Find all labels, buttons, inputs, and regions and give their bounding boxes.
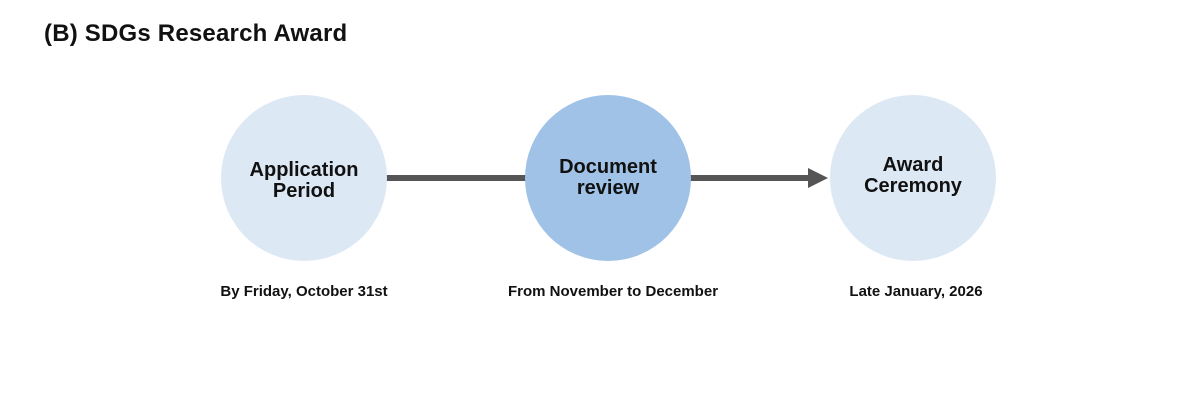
step-date-caption: From November to December: [507, 283, 719, 300]
step-label-line: Award: [882, 154, 944, 176]
step-date-caption: Late January, 2026: [849, 283, 983, 300]
step-label-line: Period: [272, 180, 336, 202]
step-award-ceremony: Award Ceremony: [830, 95, 996, 261]
page-title: (B) SDGs Research Award: [44, 20, 348, 47]
step-label-line: Document: [559, 156, 657, 178]
connector-line-1: [386, 175, 528, 181]
connector-line-2: [690, 175, 810, 181]
step-label-line: review: [576, 177, 640, 199]
step-document-review: Document review: [525, 95, 691, 261]
step-label-line: Ceremony: [864, 175, 962, 197]
step-application-period: Application Period: [221, 95, 387, 261]
arrow-right-icon: [808, 168, 828, 188]
step-label-line: Application: [249, 159, 359, 181]
step-label: Document review: [538, 157, 678, 199]
step-date-caption: By Friday, October 31st: [220, 283, 388, 300]
step-label: Application Period: [234, 160, 374, 202]
step-label: Award Ceremony: [843, 155, 983, 197]
